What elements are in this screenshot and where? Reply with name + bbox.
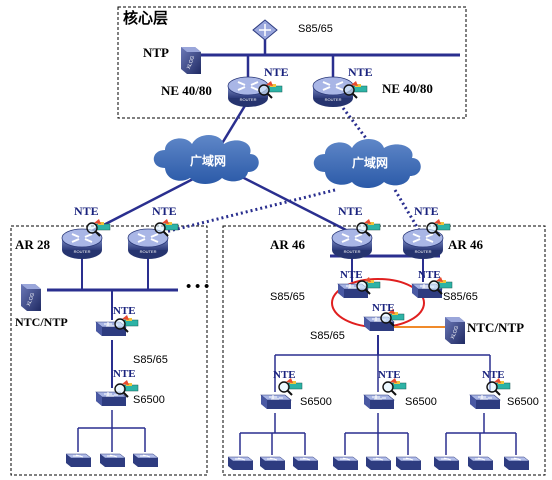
left-region-box (10, 225, 208, 476)
nte-probe-right-router1 (356, 218, 381, 237)
nte-label-left-router2: NTE (152, 204, 177, 218)
ring-switch-center-label: S85/65 (310, 330, 345, 342)
right-access3-label: S6500 (507, 396, 539, 408)
right-edge-switch-5 (365, 456, 392, 471)
right-access1-label: S6500 (300, 396, 332, 408)
wan-left-label: 广域网 (190, 154, 227, 168)
right-edge-switch-8 (467, 456, 494, 471)
right-ntc-server (445, 317, 465, 344)
nte-label-right-access2: NTE (378, 369, 401, 381)
core-switch (252, 19, 278, 41)
core-region-box (117, 6, 467, 119)
right-edge-switch-7 (433, 456, 460, 471)
nte-label-left-router1: NTE (74, 204, 99, 218)
left-ntc-label: NTC/NTP (15, 315, 68, 329)
wan-cloud-left (153, 135, 259, 184)
nte-label-right-access3: NTE (482, 369, 505, 381)
right-region-box (222, 225, 546, 476)
left-access-label: S6500 (133, 394, 165, 406)
right-router-1 (331, 228, 373, 260)
nte-label-core-left: NTE (264, 65, 289, 79)
nte-label-core-right: NTE (348, 65, 373, 79)
nte-label-right-router1: NTE (338, 204, 363, 218)
left-edge-switch-1 (65, 453, 92, 468)
core-switch-label: S85/65 (298, 23, 333, 35)
left-switch-label: S85/65 (133, 354, 168, 366)
wan-left-to-ar28 (89, 176, 196, 234)
left-ntc-server (21, 284, 41, 311)
nte-label-ring-left: NTE (340, 269, 363, 281)
right-ntc-label: NTC/NTP (467, 320, 525, 335)
nte-label-left-access: NTE (113, 368, 136, 380)
wan-right-to-ar28 (164, 188, 336, 234)
nte-label-right-access1: NTE (273, 369, 296, 381)
right-router-left-label: AR 46 (270, 237, 306, 252)
right-access-switch-3 (469, 394, 501, 410)
left-router-label: AR 28 (15, 237, 51, 252)
right-access2-label: S6500 (405, 396, 437, 408)
left-router-1 (61, 228, 103, 260)
nte-probe-left-switch (114, 314, 139, 333)
right-edge-switch-9 (503, 456, 530, 471)
wan-right-label: 广域网 (352, 156, 389, 170)
ring-switch-right-label: S85/65 (443, 291, 478, 303)
left-edge-switch-2 (99, 453, 126, 468)
right-router-right-label: AR 46 (448, 237, 484, 252)
nte-label-ring-right: NTE (418, 269, 441, 281)
left-router-2 (127, 228, 169, 260)
wan-cloud-right (313, 139, 421, 188)
right-edge-switch-3 (292, 456, 319, 471)
nte-probe-left-router1 (86, 218, 111, 237)
core-ntp-label: NTP (143, 45, 169, 60)
nte-probe-left-router2 (154, 218, 179, 237)
right-edge-switch-6 (395, 456, 422, 471)
right-edge-switch-2 (259, 456, 286, 471)
core-ntp-server (181, 47, 201, 74)
nte-probe-right-router2 (426, 218, 451, 237)
left-edge-switch-3 (132, 453, 159, 468)
ellipsis-separator: • • • (186, 279, 210, 295)
ring-switch-left-label: S85/65 (270, 291, 305, 303)
right-edge-switch-4 (332, 456, 359, 471)
nte-label-right-router2: NTE (414, 204, 439, 218)
right-access-switch-1 (260, 394, 292, 410)
wan-right-to-ar46 (393, 189, 422, 233)
right-edge-switch-1 (227, 456, 254, 471)
core-region-title: 核心层 (123, 9, 169, 27)
nte-label-left-switch: NTE (113, 305, 136, 317)
right-access-switch-2 (363, 394, 395, 410)
core-ne-left-label: NE 40/80 (161, 83, 212, 98)
nte-label-ring-center: NTE (372, 302, 395, 314)
core-ne-right-label: NE 40/80 (382, 81, 433, 96)
wan-left-to-ar46 (239, 174, 351, 234)
